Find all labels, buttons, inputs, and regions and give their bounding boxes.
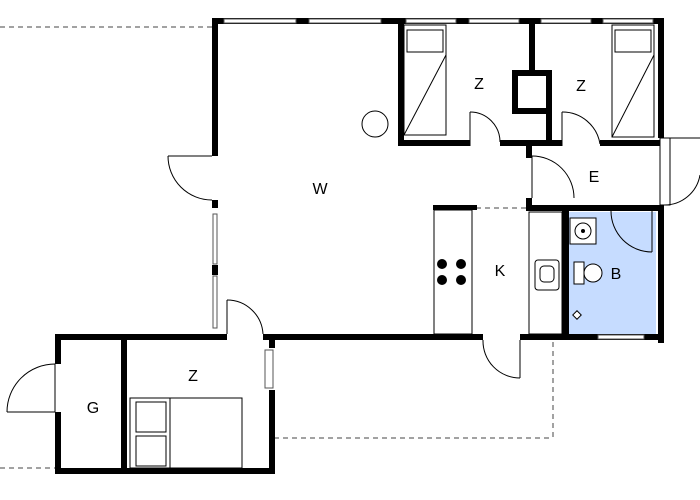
furniture xyxy=(129,24,655,469)
room-label-garage: G xyxy=(87,400,99,417)
room-label-bedroom-bottom: Z xyxy=(188,368,198,385)
room-label-entry: E xyxy=(589,169,600,186)
room-label-bathroom: B xyxy=(611,266,622,283)
room-label-bedroom-top-left: Z xyxy=(474,76,484,93)
doors xyxy=(6,111,700,413)
boundary-lines xyxy=(0,26,554,469)
room-label-bedroom-top-right: Z xyxy=(576,78,586,95)
room-labels: W Z Z E K B Z G xyxy=(87,76,622,417)
room-label-kitchen: K xyxy=(495,263,506,280)
room-label-living: W xyxy=(312,181,328,198)
windows xyxy=(212,18,654,389)
